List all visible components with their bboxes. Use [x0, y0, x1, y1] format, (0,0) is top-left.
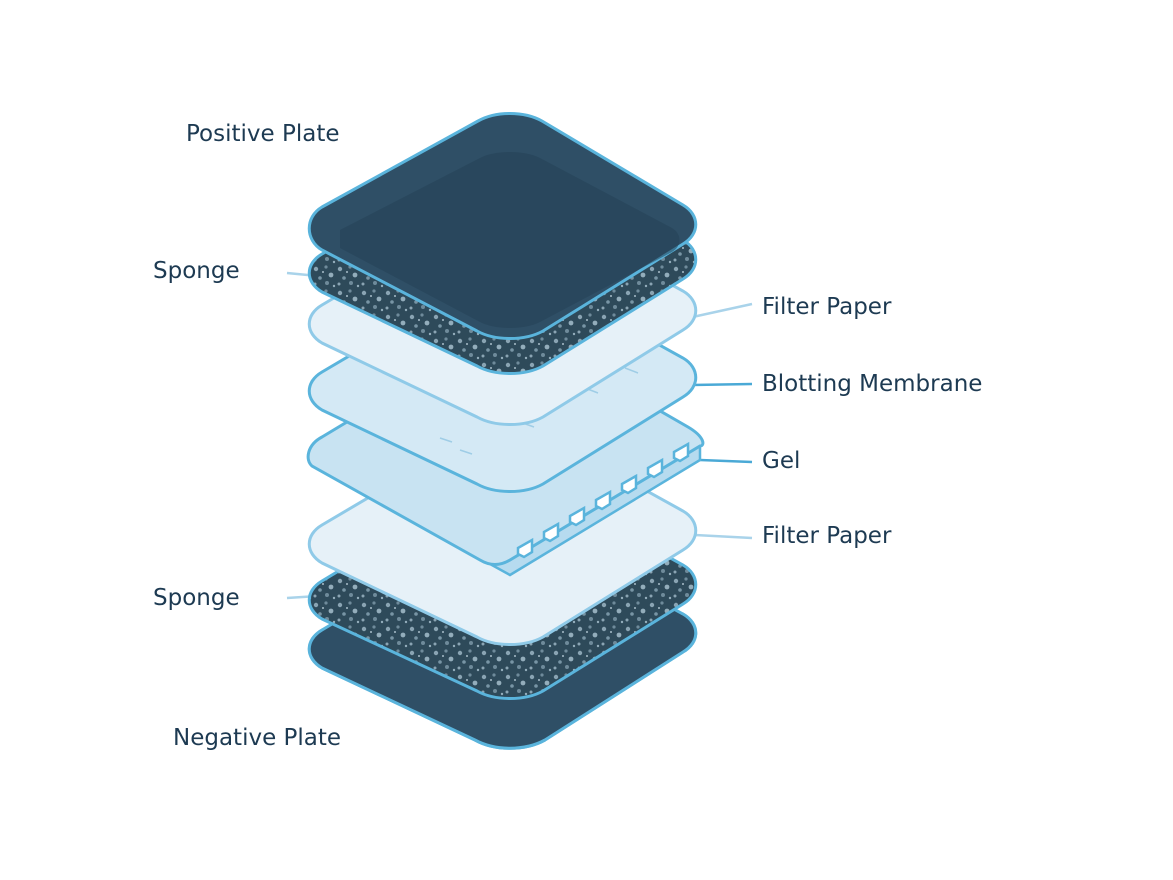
gel-wells	[516, 441, 690, 559]
leader-line-blotting-membrane	[691, 382, 753, 387]
label-sponge-top: Sponge	[153, 258, 240, 284]
label-sponge-bottom: Sponge	[153, 585, 240, 611]
leader-line-filter-paper-top	[687, 302, 753, 320]
positive-plate	[307, 112, 698, 340]
label-filter-paper-top: Filter Paper	[762, 294, 892, 320]
label-blotting-membrane: Blotting Membrane	[762, 371, 982, 397]
leader-line-filter-paper-bottom	[694, 533, 753, 540]
label-filter-paper-bottom: Filter Paper	[762, 523, 892, 549]
label-gel: Gel	[762, 448, 800, 474]
label-positive-plate: Positive Plate	[186, 121, 340, 147]
label-negative-plate: Negative Plate	[173, 725, 341, 751]
leader-line-gel	[699, 458, 753, 464]
